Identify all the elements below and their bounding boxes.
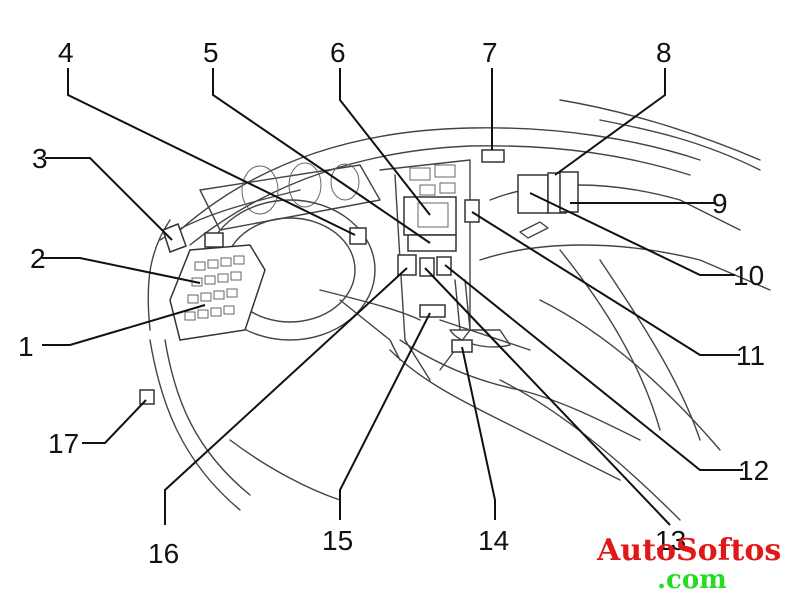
part-13 xyxy=(419,257,435,277)
part-4 xyxy=(349,227,367,245)
label-1: 1 xyxy=(18,331,34,362)
watermark-line1: AutoSoftos xyxy=(596,533,781,568)
label-2: 2 xyxy=(30,243,46,274)
label-14: 14 xyxy=(478,525,509,556)
part-16 xyxy=(397,254,417,276)
part-11 xyxy=(464,199,480,223)
label-4: 4 xyxy=(58,37,74,68)
label-16: 16 xyxy=(148,538,179,569)
label-15: 15 xyxy=(322,525,353,556)
part-5 xyxy=(407,234,457,252)
label-3: 3 xyxy=(32,143,48,174)
part-14 xyxy=(451,339,473,353)
watermark: AutoSoftos .com xyxy=(596,533,781,595)
label-6: 6 xyxy=(330,37,346,68)
part-9 xyxy=(559,171,579,213)
part-12 xyxy=(436,256,452,276)
label-12: 12 xyxy=(738,455,769,486)
junction-block xyxy=(169,244,266,341)
label-17: 17 xyxy=(48,428,79,459)
part-3 xyxy=(162,223,187,253)
part-15 xyxy=(419,304,446,318)
relay-top xyxy=(204,232,224,248)
part-7 xyxy=(481,149,505,163)
label-13: 13 xyxy=(655,525,686,556)
watermark-line2: .com xyxy=(657,565,727,595)
label-11: 11 xyxy=(736,340,765,371)
label-7: 7 xyxy=(482,37,498,68)
label-8: 8 xyxy=(656,37,672,68)
label-9: 9 xyxy=(712,188,728,219)
label-10: 10 xyxy=(733,260,764,291)
callout-labels: 1 2 3 4 5 6 7 8 9 10 11 12 13 14 15 16 1… xyxy=(18,37,769,569)
part-17 xyxy=(139,389,155,405)
parts xyxy=(139,149,579,405)
leader-lines xyxy=(42,68,743,526)
label-5: 5 xyxy=(203,37,219,68)
